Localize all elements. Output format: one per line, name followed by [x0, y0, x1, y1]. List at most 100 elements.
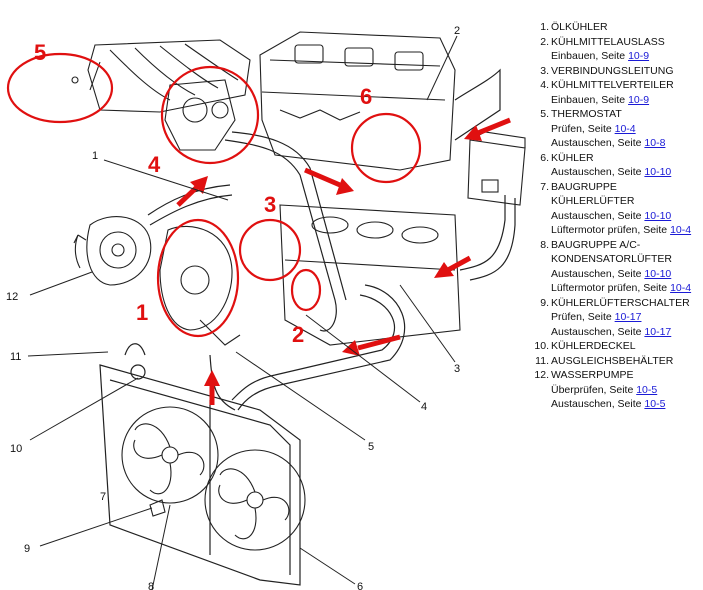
- legend-item-number: 12.: [534, 369, 549, 381]
- legend-action-text: Austauschen, Seite: [551, 209, 645, 222]
- callout-6: 6: [357, 581, 363, 590]
- legend-item-number: 6.: [540, 151, 549, 164]
- condenser-fan: [204, 449, 306, 551]
- legend-item-number: 10.: [534, 340, 549, 352]
- page-reference-link[interactable]: 10-10: [644, 209, 672, 222]
- highlight-ellipse-4: [160, 65, 260, 165]
- page-reference-link[interactable]: 10-17: [614, 311, 642, 323]
- legend-action-text: Lüftermotor prüfen, Seite: [551, 224, 671, 236]
- legend-item-title: ÖLKÜHLER: [551, 21, 608, 33]
- page-reference-link[interactable]: 10-10: [644, 267, 672, 280]
- legend-item: 1.ÖLKÜHLER: [537, 20, 701, 35]
- fan-switch: [149, 499, 166, 517]
- page-reference-link[interactable]: 10-9: [628, 50, 650, 62]
- expansion-tank: [467, 131, 526, 206]
- legend-item-title: KÜHLMITTELAUSLASS: [551, 35, 665, 48]
- radiator-fan: [121, 406, 219, 504]
- legend-item-action: Austauschen, Seite 10-10: [551, 209, 701, 224]
- intake-manifold: [71, 39, 251, 113]
- callout-8: 8: [148, 581, 154, 590]
- legend-item-action: Austauschen, Seite 10-10: [551, 165, 701, 180]
- highlight-ellipse-5: [6, 52, 114, 124]
- legend-action-text: Einbauen, Seite: [551, 50, 629, 62]
- legend-item-title: KÜHLMITTELVERTEILER: [551, 79, 674, 91]
- legend-action-text: Austauschen, Seite: [551, 166, 645, 178]
- legend-action-text: Überprüfen, Seite: [551, 383, 637, 396]
- page-reference-link[interactable]: 10-5: [636, 383, 658, 396]
- highlight-ellipse-2: [290, 268, 322, 312]
- legend-item-title: KÜHLER: [551, 151, 594, 164]
- water-pump: [73, 216, 152, 286]
- legend-item-title: KÜHLERLÜFTERSCHALTER: [551, 296, 690, 309]
- coolant-hoses: [147, 68, 516, 411]
- flow-arrow: [342, 334, 401, 356]
- flow-arrow: [464, 117, 511, 141]
- callout-numbers: 2 1 12 11 10 9 8 6 5 4 3: [6, 25, 460, 590]
- legend-item-number: 3.: [540, 64, 549, 77]
- legend-item-title: AUSGLEICHSBEHÄLTER: [551, 354, 674, 367]
- legend-action-text: Austauschen, Seite: [551, 325, 645, 338]
- radiator: [99, 343, 301, 586]
- flow-arrow: [204, 370, 220, 405]
- legend-item-number: 9.: [540, 296, 549, 309]
- page-reference-link[interactable]: 10-4: [670, 282, 692, 294]
- legend-action-text: Einbauen, Seite: [551, 93, 629, 106]
- legend-item-action: Einbauen, Seite 10-9: [551, 49, 701, 64]
- page-reference-link[interactable]: 10-8: [644, 137, 666, 149]
- red-labels: 1 2 3 4 5 6: [34, 40, 372, 347]
- legend-action-text: Austauschen, Seite: [551, 137, 645, 149]
- legend-item-number: 7.: [540, 180, 549, 193]
- page-reference-link[interactable]: 10-9: [628, 93, 650, 106]
- legend-item-title: BAUGRUPPE KÜHLERLÜFTER: [551, 180, 635, 208]
- legend-item-action: Lüftermotor prüfen, Seite 10-4: [551, 281, 701, 296]
- red-label-4: 4: [148, 152, 161, 177]
- page-reference-link[interactable]: 10-17: [644, 325, 672, 338]
- flow-arrows: [176, 117, 511, 405]
- highlight-ellipse-1: [156, 218, 240, 338]
- callout-11: 11: [10, 351, 21, 363]
- legend-item-action: Prüfen, Seite 10-17: [551, 310, 701, 325]
- legend-item-action: Austauschen, Seite 10-8: [551, 136, 701, 151]
- flow-arrow: [434, 255, 472, 278]
- red-label-2: 2: [292, 322, 304, 347]
- legend-item-number: 2.: [540, 35, 549, 48]
- callout-9: 9: [24, 543, 30, 555]
- red-label-3: 3: [264, 192, 276, 217]
- cooling-system-diagram: 1 2 3 4 5 6 2 1 12 11 10 9 8 6 5 4 3 7: [6, 25, 526, 590]
- legend-action-text: Prüfen, Seite: [551, 122, 615, 135]
- legend-item-title: KÜHLERDECKEL: [551, 340, 636, 352]
- coolant-distributor: [164, 79, 236, 151]
- legend-item: 10.KÜHLERDECKEL: [534, 339, 701, 354]
- highlight-ellipses: [6, 52, 422, 338]
- legend-item-title: BAUGRUPPE A/C-KONDENSATORLÜFTER: [551, 238, 672, 266]
- callout-7: 7: [100, 491, 106, 503]
- page-reference-link[interactable]: 10-4: [614, 122, 636, 135]
- page-reference-link[interactable]: 10-5: [644, 398, 666, 410]
- legend-item-number: 5.: [540, 108, 549, 120]
- flow-arrow: [304, 167, 354, 195]
- legend-item-number: 11.: [535, 354, 549, 367]
- highlight-ellipse-6: [350, 112, 422, 184]
- highlight-ellipse-3: [238, 218, 302, 282]
- red-label-1: 1: [136, 300, 148, 325]
- legend-action-text: Prüfen, Seite: [551, 311, 615, 323]
- page-reference-link[interactable]: 10-4: [670, 224, 692, 236]
- callout-4: 4: [421, 401, 427, 413]
- callout-5: 5: [368, 441, 374, 453]
- legend-item-action: Überprüfen, Seite 10-5: [551, 383, 701, 398]
- legend-item-action: Lüftermotor prüfen, Seite 10-4: [551, 223, 701, 238]
- legend-item-action: Prüfen, Seite 10-4: [551, 122, 701, 137]
- callout-leaders: [27, 35, 458, 590]
- callout-3: 3: [454, 363, 460, 375]
- page-reference-link[interactable]: 10-10: [644, 166, 672, 178]
- callout-2: 2: [454, 25, 460, 37]
